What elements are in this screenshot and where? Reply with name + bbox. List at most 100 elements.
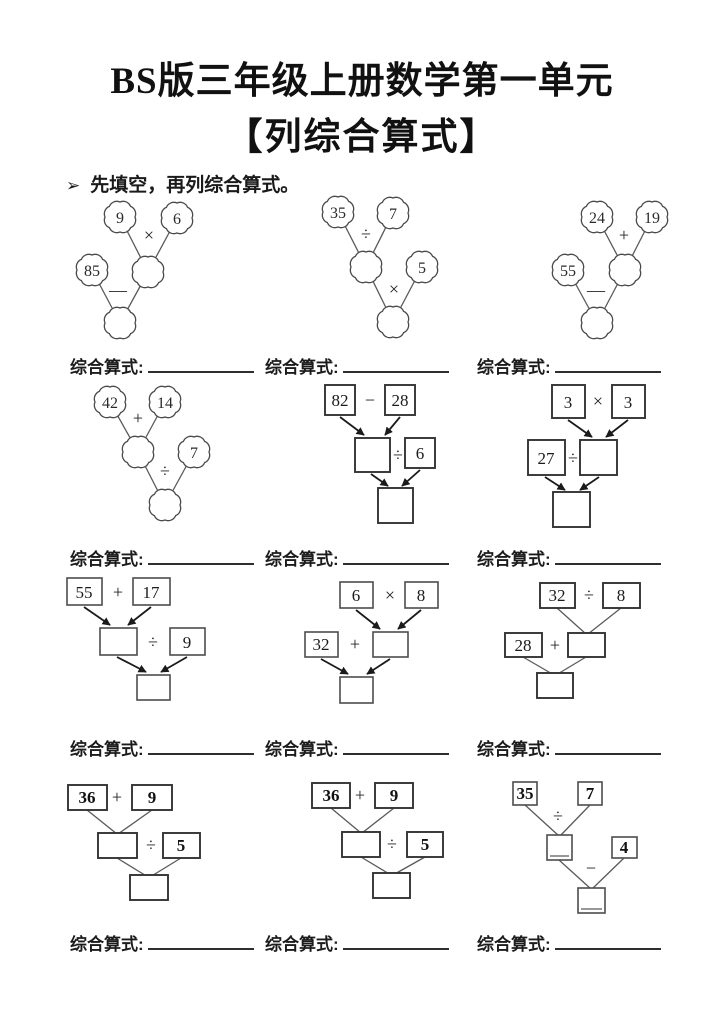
box-node-blank <box>372 872 411 899</box>
problem-5: 82 28 6 − ÷ <box>324 384 436 524</box>
equation-label-text: 综合算式: <box>70 550 144 569</box>
node-value: 28 <box>392 391 409 410</box>
box-node <box>551 384 586 419</box>
equation-label: 综合算式: <box>70 930 254 955</box>
connector <box>558 859 592 890</box>
box-node <box>384 384 416 416</box>
instruction-text: 先填空，再列综合算式。 <box>90 175 300 196</box>
box-node <box>512 781 538 806</box>
node-value: 27 <box>538 449 556 468</box>
operator: + <box>113 582 123 602</box>
arrow <box>127 606 152 626</box>
box-node <box>324 384 356 416</box>
equation-blank-line <box>342 934 449 950</box>
box-node <box>404 581 439 609</box>
connector <box>555 656 587 676</box>
equation-blank-line <box>147 934 254 950</box>
connector <box>149 857 182 878</box>
equation-label: 综合算式: <box>265 735 449 760</box>
equation-blank-line <box>342 357 449 373</box>
box-node <box>132 577 171 606</box>
node-value: 55 <box>560 263 576 280</box>
box-node-blank <box>536 672 574 699</box>
arrow <box>579 476 600 491</box>
arrow <box>160 656 188 673</box>
box-node <box>406 831 444 858</box>
problem-1: 9 6 85 × — <box>75 200 194 340</box>
problem-10: 36 9 5 + ÷ <box>67 784 201 901</box>
page-subtitle: 【列综合算式】 <box>225 117 499 158</box>
cloud-node-blank <box>121 435 155 469</box>
node-value: 5 <box>421 835 430 854</box>
node-value: 7 <box>586 784 595 803</box>
operator: ÷ <box>160 461 170 481</box>
problem-3: 24 19 55 + — <box>551 200 669 340</box>
node-value: 55 <box>76 583 93 602</box>
equation-label-text: 综合算式: <box>70 358 144 377</box>
box-node <box>527 439 566 476</box>
node-value: 9 <box>148 788 157 807</box>
operator: + <box>355 785 365 805</box>
operator: + <box>550 635 560 655</box>
arrow <box>116 656 147 673</box>
node-value: 42 <box>102 395 118 412</box>
equation-label: 综合算式: <box>70 735 254 760</box>
node-value: 7 <box>389 206 397 223</box>
operator: ÷ <box>584 585 594 605</box>
operator: + <box>350 634 360 654</box>
node-value: 82 <box>332 391 349 410</box>
operator: ÷ <box>387 834 397 854</box>
arrow <box>339 416 365 436</box>
connector <box>86 809 118 835</box>
problem-6: 3 3 27 × ÷ <box>527 384 646 528</box>
connector <box>117 809 153 835</box>
arrow <box>83 606 111 626</box>
arrow <box>401 469 421 487</box>
equation-label-text: 综合算式: <box>477 550 551 569</box>
node-value: 5 <box>418 260 426 277</box>
equation-label: 综合算式: <box>477 735 661 760</box>
node-value: 32 <box>313 635 330 654</box>
box-node-blank <box>552 491 591 528</box>
cloud-node-blank <box>131 255 165 289</box>
box-node-blank <box>97 832 138 859</box>
operator: ÷ <box>393 445 403 465</box>
operator: + <box>133 408 143 428</box>
box-node-blank <box>354 437 391 473</box>
node-value: 8 <box>617 586 626 605</box>
equation-label-text: 综合算式: <box>265 550 339 569</box>
operator: + <box>112 787 122 807</box>
connector <box>361 807 395 834</box>
arrow <box>567 419 593 438</box>
box-node-blank <box>339 676 374 704</box>
connector <box>591 857 625 890</box>
operator: ÷ <box>148 632 158 652</box>
node-value: 6 <box>352 586 361 605</box>
page-title: BS版三年级上册数学第一单元 <box>110 61 614 102</box>
box-node <box>611 384 646 419</box>
equation-label-text: 综合算式: <box>70 935 144 954</box>
node-value: 9 <box>116 210 124 227</box>
equation-blank-line <box>147 549 254 565</box>
cloud-node-blank <box>103 306 137 340</box>
operator: × <box>144 225 154 245</box>
node-value: 36 <box>79 788 96 807</box>
arrow <box>370 473 389 487</box>
arrow-bullet-icon: ➢ <box>66 176 81 195</box>
box-node <box>504 632 543 658</box>
node-value: 6 <box>173 211 181 228</box>
equation-label: 综合算式: <box>70 353 254 378</box>
box-node-blank <box>372 631 409 658</box>
node-value: 3 <box>624 393 633 412</box>
connector <box>524 804 560 837</box>
node-value: 36 <box>323 786 340 805</box>
cloud-node-blank <box>376 305 410 339</box>
equation-blank-line <box>554 739 661 755</box>
box-node-blank <box>129 874 169 901</box>
operator: — <box>586 280 606 300</box>
operator: ÷ <box>146 835 156 855</box>
operator: − <box>365 390 375 410</box>
arrow <box>397 609 422 630</box>
arrow <box>366 658 391 675</box>
node-value: 9 <box>390 786 399 805</box>
